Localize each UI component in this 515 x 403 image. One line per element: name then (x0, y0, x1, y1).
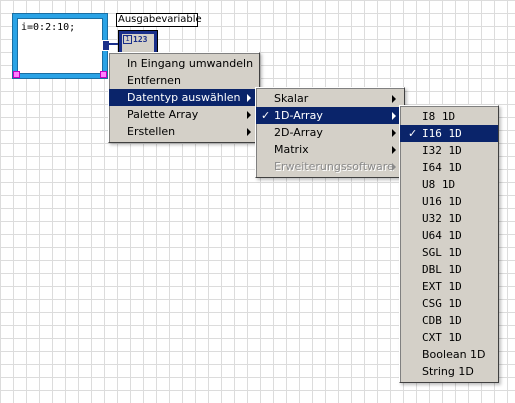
check-icon: ✓ (408, 127, 418, 140)
menu-item-label: In Eingang umwandeln (127, 57, 254, 70)
check-icon: ✓ (261, 109, 271, 122)
indicator-number: 123 (133, 35, 148, 44)
menu-item-in-eingang-umwandeln[interactable]: In Eingang umwandeln (109, 55, 259, 72)
menu-item-label: DBL 1D (422, 263, 462, 276)
formula-node-error-out-terminal[interactable] (100, 71, 107, 78)
menu-item-label: Matrix (274, 143, 309, 156)
menu-item-label: U8 1D (422, 178, 456, 191)
formula-text: i=0:2:10; (21, 22, 76, 33)
menu-item-label: SGL 1D (422, 246, 462, 259)
menu-item-label: 2D-Array (274, 126, 323, 139)
menu-item-sgl-1d[interactable]: SGL 1D (400, 244, 498, 261)
menu-item-string-1d[interactable]: String 1D (400, 363, 498, 380)
menu-item-2d-array[interactable]: 2D-Array (256, 124, 404, 141)
menu-item-boolean-1d[interactable]: Boolean 1D (400, 346, 498, 363)
menu-item-cdb-1d[interactable]: CDB 1D (400, 312, 498, 329)
output-variable-terminal[interactable] (102, 40, 110, 51)
menu-item-label: Skalar (274, 92, 309, 105)
menu-item-cxt-1d[interactable]: CXT 1D (400, 329, 498, 346)
menu-item-u64-1d[interactable]: U64 1D (400, 227, 498, 244)
submenu-arrow-icon (392, 146, 396, 154)
menu-item-skalar[interactable]: Skalar (256, 90, 404, 107)
formula-node[interactable]: i=0:2:10; (12, 13, 108, 79)
menu-item-i32-1d[interactable]: I32 1D (400, 142, 498, 159)
menu-item-label: U32 1D (422, 212, 462, 225)
formula-editor[interactable]: i=0:2:10; (17, 18, 103, 74)
menu-item-i16-1d[interactable]: ✓ I16 1D (400, 125, 498, 142)
menu-item-label: Entfernen (127, 74, 181, 87)
menu-item-datentyp-ausw-hlen[interactable]: Datentyp auswählen (109, 89, 259, 106)
menu-item-label: Datentyp auswählen (127, 91, 241, 104)
menu-item-label: I64 1D (422, 161, 462, 174)
menu-item-label: 1D-Array (274, 109, 323, 122)
menu-item-u16-1d[interactable]: U16 1D (400, 193, 498, 210)
menu-item-matrix[interactable]: Matrix (256, 141, 404, 158)
indicator-icon: 1 123 (122, 34, 154, 52)
submenu-arrow-icon (247, 94, 251, 102)
submenu-arrow-icon (247, 111, 251, 119)
menu-item-label: CDB 1D (422, 314, 462, 327)
menu-item-u8-1d[interactable]: U8 1D (400, 176, 498, 193)
submenu-arrow-icon (247, 128, 251, 136)
indicator-index: 1 (123, 35, 132, 44)
formula-node-error-in-terminal[interactable] (13, 71, 20, 78)
menu-item-1d-array[interactable]: ✓1D-Array (256, 107, 404, 124)
menu-item-label: String 1D (422, 365, 474, 378)
menu-item-u32-1d[interactable]: U32 1D (400, 210, 498, 227)
menu-item-label: I16 1D (422, 127, 462, 140)
submenu-arrow-icon (392, 129, 396, 137)
menu-item-i8-1d[interactable]: I8 1D (400, 108, 498, 125)
menu-item-label: Palette Array (127, 108, 199, 121)
menu-item-label: Erstellen (127, 125, 176, 138)
menu-item-dbl-1d[interactable]: DBL 1D (400, 261, 498, 278)
variable-label[interactable]: Ausgabevariable (116, 13, 202, 27)
submenu-arrow-icon (392, 163, 396, 171)
menu-item-label: U16 1D (422, 195, 462, 208)
submenu-arrow-icon (392, 112, 396, 120)
menu-item-palette-array[interactable]: Palette Array (109, 106, 259, 123)
menu-item-label: I32 1D (422, 144, 462, 157)
menu-item-label: EXT 1D (422, 280, 462, 293)
menu-item-erstellen[interactable]: Erstellen (109, 123, 259, 140)
array-indicator-terminal[interactable]: 1 123 (118, 30, 158, 56)
menu-item-label: CSG 1D (422, 297, 462, 310)
wire[interactable] (108, 43, 119, 45)
menu-item-label: U64 1D (422, 229, 462, 242)
menu-item-label: Erweiterungssoftware (274, 160, 394, 173)
menu-item-csg-1d[interactable]: CSG 1D (400, 295, 498, 312)
menu-item-erweiterungssoftware: Erweiterungssoftware (256, 158, 404, 175)
menu-item-ext-1d[interactable]: EXT 1D (400, 278, 498, 295)
menu-item-label: I8 1D (422, 110, 456, 123)
array-type-submenu: I8 1D ✓ I16 1D I32 1D I64 1D U8 1D U16 1D U32 1… (399, 105, 499, 383)
submenu-arrow-icon (392, 95, 396, 103)
menu-item-i64-1d[interactable]: I64 1D (400, 159, 498, 176)
menu-item-label: Boolean 1D (422, 348, 486, 361)
menu-item-entfernen[interactable]: Entfernen (109, 72, 259, 89)
menu-item-label: CXT 1D (422, 331, 462, 344)
